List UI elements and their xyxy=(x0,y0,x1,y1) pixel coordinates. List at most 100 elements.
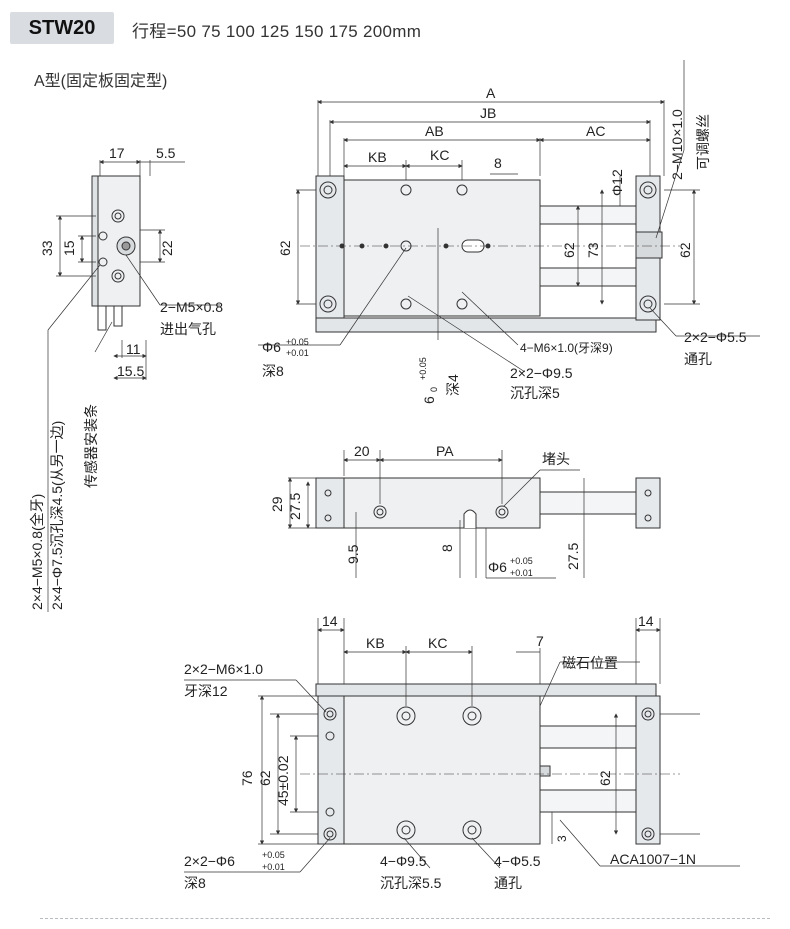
dim-62-mid: 62 xyxy=(561,242,577,258)
bottom-view-labels: 14 14 KB KC 7 磁石位置 2×2−M6×1.0 牙深12 76 62… xyxy=(184,613,696,891)
bottom-body xyxy=(343,695,541,845)
dim-15: 15 xyxy=(61,240,77,256)
sensor-slot: 传感器安装条 xyxy=(83,404,99,488)
bottom-cbore-label: 4−Φ9.5 xyxy=(380,853,427,869)
front-dim-20: 20 xyxy=(354,443,370,459)
dim-8: 8 xyxy=(494,155,502,171)
bottom-dim-kc: KC xyxy=(428,635,447,651)
pin-tol-upper: +0.05 xyxy=(286,337,309,347)
front-dim-27-5-left: 27.5 xyxy=(287,493,303,520)
side-plate xyxy=(91,175,99,307)
pin-depth: 深8 xyxy=(262,363,284,379)
rod-lower xyxy=(539,267,637,287)
cbore-label: 2×2−Φ9.5 xyxy=(510,365,573,381)
front-dim-29: 29 xyxy=(269,496,285,512)
thru-label: 2×2−Φ5.5 xyxy=(684,329,747,345)
sensor-rail xyxy=(97,305,107,331)
thru-desc: 通孔 xyxy=(684,351,712,367)
bottom-view xyxy=(184,618,740,873)
dim-11: 11 xyxy=(126,341,141,357)
front-pin-hole: Φ6 xyxy=(488,559,507,575)
magnet-marker xyxy=(539,765,551,777)
side-view-labels: 17 5.5 33 15 22 2−M5×0.8 进出气孔 11 15.5 2×… xyxy=(29,145,223,610)
bottom-dim-3: 3 xyxy=(555,835,569,842)
bottom-tap-depth: 牙深12 xyxy=(184,683,228,699)
bottom-pin-label: 2×2−Φ6 xyxy=(184,853,235,869)
header: STW20 行程=50 75 100 125 150 175 200mm xyxy=(0,0,790,56)
bottom-base xyxy=(315,683,657,697)
dim-5-5: 5.5 xyxy=(156,145,176,161)
footer-divider xyxy=(40,918,770,919)
slot-width: 6 xyxy=(421,396,437,404)
bottom-tap-label: 2×2−M6×1.0 xyxy=(184,661,263,677)
dim-ab: AB xyxy=(425,123,444,139)
bottom-thru-label: 4−Φ5.5 xyxy=(494,853,541,869)
pin-hole: Φ6 xyxy=(262,339,281,355)
adjust-screw-label: 2−M10×1.0 xyxy=(669,109,685,180)
bottom-pin-depth: 深8 xyxy=(184,875,206,891)
bottom-dim-76: 76 xyxy=(239,770,255,786)
bottom-dim-14-right: 14 xyxy=(638,613,654,629)
slot-tol-upper: +0.05 xyxy=(418,357,428,380)
magnet-pos: 磁石位置 xyxy=(562,655,618,671)
front-dim-9-5: 9.5 xyxy=(345,544,361,564)
bottom-end-plate-right xyxy=(635,695,661,845)
dim-ac: AC xyxy=(586,123,605,139)
dim-phi12: Φ12 xyxy=(609,169,625,196)
port-label: 2−M5×0.8 xyxy=(160,299,223,315)
pin-tol-lower: +0.01 xyxy=(286,348,309,358)
bottom-rod-lower xyxy=(539,789,637,813)
dim-33: 33 xyxy=(39,240,55,256)
top-view xyxy=(258,60,760,373)
front-body xyxy=(343,477,541,529)
front-dim-pa: PA xyxy=(436,443,454,459)
bottom-dim-62-left: 62 xyxy=(257,770,273,786)
dim-kc: KC xyxy=(430,147,449,163)
dim-73: 73 xyxy=(585,242,601,258)
bottom-dim-kb: KB xyxy=(366,635,385,651)
side-hole-bottom xyxy=(111,269,125,283)
bottom-dim-62-right: 62 xyxy=(597,770,613,786)
bottom-dim-14-left: 14 xyxy=(322,613,338,629)
dim-a: A xyxy=(486,85,496,101)
sensor-model: ACA1007−1N xyxy=(610,851,696,867)
dim-62-right: 62 xyxy=(677,242,693,258)
dim-jb: JB xyxy=(480,105,496,121)
thread-full: 2×4−M5×0.8(全牙) xyxy=(29,494,45,610)
model-badge: STW20 xyxy=(10,12,114,44)
dim-22: 22 xyxy=(159,240,175,256)
thread-counterbore: 2×4−Φ7.5沉孔深4.5(从另一边) xyxy=(49,421,65,610)
slot-depth: 深4 xyxy=(445,374,461,396)
bottom-dim-45: 45±0.02 xyxy=(275,755,291,806)
stroke-text: 行程=50 75 100 125 150 175 200mm xyxy=(132,22,422,41)
plug-label: 堵头 xyxy=(542,451,570,467)
dim-62-left: 62 xyxy=(277,240,293,256)
top-view-labels: A JB AB AC KB KC 8 Φ12 62 62 73 62 2−M10… xyxy=(262,85,747,404)
bottom-end-plate-left xyxy=(317,695,345,845)
side-view xyxy=(47,159,220,612)
rod-upper xyxy=(539,205,637,225)
front-pin-tol-lower: +0.01 xyxy=(510,568,533,578)
front-pin-tol-upper: +0.05 xyxy=(510,556,533,566)
type-label: A型(固定板固定型) xyxy=(34,73,168,90)
bottom-dim-7: 7 xyxy=(536,633,544,649)
slot-tol-lower: 0 xyxy=(429,387,439,392)
top-base xyxy=(315,317,657,333)
front-end-plate-right xyxy=(635,477,661,529)
front-view xyxy=(287,450,661,579)
dim-kb: KB xyxy=(368,149,387,165)
bottom-thru-desc: 通孔 xyxy=(494,875,522,891)
dim-15-5: 15.5 xyxy=(117,363,144,379)
port-desc: 进出气孔 xyxy=(160,321,216,337)
bottom-pin-tol-lower: +0.01 xyxy=(262,862,285,872)
bottom-pin-tol-upper: +0.05 xyxy=(262,850,285,860)
bottom-rod-upper xyxy=(539,725,637,749)
cbore-depth: 沉孔深5 xyxy=(510,385,560,401)
adjust-screw xyxy=(635,231,663,259)
front-dim-8: 8 xyxy=(439,544,455,552)
top-body xyxy=(343,179,541,317)
side-hole-top xyxy=(111,209,125,223)
tap-label: 4−M6×1.0(牙深9) xyxy=(520,341,613,355)
bottom-cbore-depth: 沉孔深5.5 xyxy=(380,875,442,891)
